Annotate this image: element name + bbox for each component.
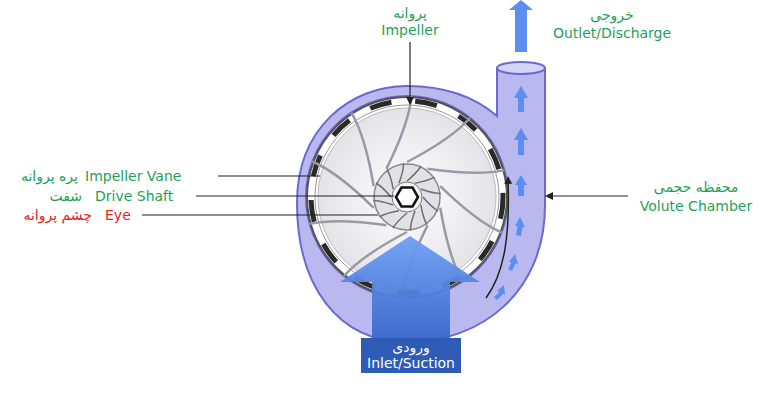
part-label: Volute Chamber <box>640 197 753 215</box>
part-label-fa: چشم پروانه <box>23 206 92 224</box>
part-label-fa: پروانه <box>393 4 427 22</box>
part-label-fa: خروجی <box>590 6 633 24</box>
part-label: Eye <box>105 206 131 224</box>
inlet-band: ورودیInlet/Suction <box>361 338 461 373</box>
inlet-label-fa: ورودی <box>367 339 455 355</box>
part-label-fa: شفت <box>49 187 82 205</box>
part-label: Outlet/Discharge <box>553 24 671 42</box>
part-label: Drive Shaft <box>95 187 173 205</box>
part-label-fa: پره پروانه <box>21 167 78 185</box>
part-label: Impeller <box>381 21 438 39</box>
part-label: Impeller Vane <box>85 167 181 185</box>
part-label-fa: محفظه حجمی <box>654 178 739 196</box>
inlet-label: Inlet/Suction <box>367 355 455 371</box>
